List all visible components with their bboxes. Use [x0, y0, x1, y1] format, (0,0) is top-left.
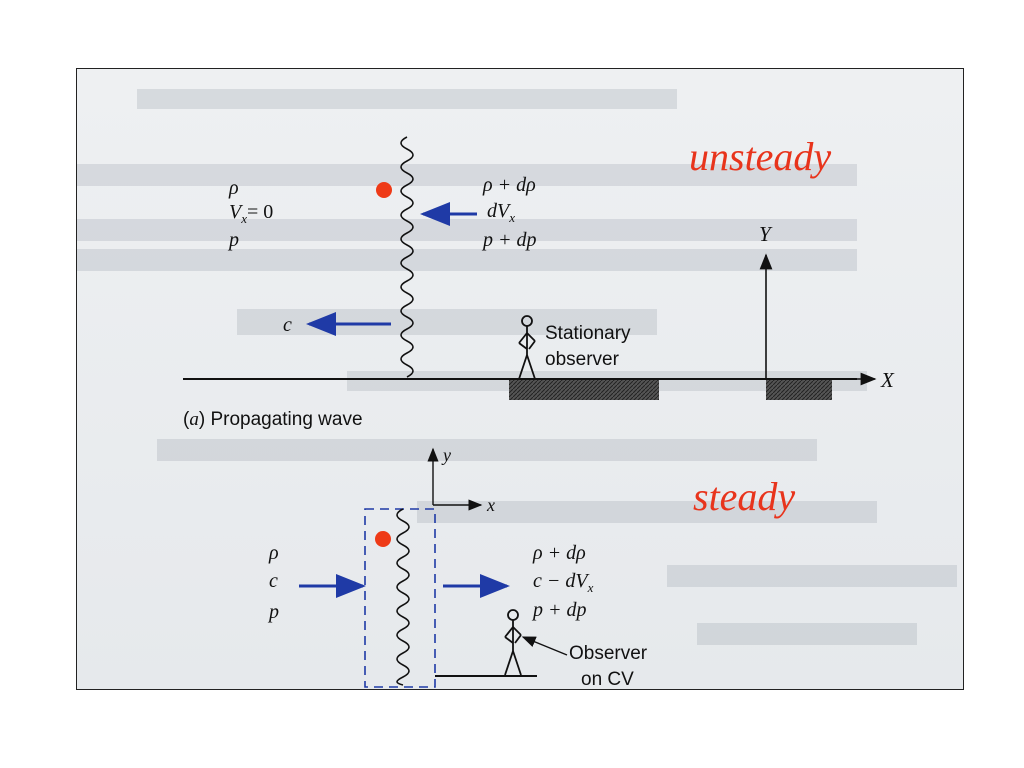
cv-observer-label: Observer	[569, 643, 648, 664]
speed-left-b: c	[269, 570, 278, 592]
figure-frame: ρ Vx= 0 p ρ + dρ dVx p + dp c	[76, 68, 964, 690]
cv-observer-pointer	[521, 636, 568, 656]
ground-block-axes	[766, 380, 832, 400]
axis-big-x-label: X	[880, 368, 895, 392]
axis-small-x-label: x	[486, 495, 495, 515]
pressure-left-a: p	[227, 229, 239, 251]
stationary-observer-label: Stationary	[545, 323, 631, 344]
density-right-a: ρ + dρ	[482, 174, 536, 196]
unsteady-label: unsteady	[689, 134, 832, 179]
wave-front-b	[396, 508, 410, 686]
axis-small-y-label: y	[441, 445, 451, 465]
stationary-observer-figure	[518, 315, 536, 380]
ground-block-a	[509, 380, 659, 400]
pressure-left-b: p	[267, 601, 279, 623]
density-right-b: ρ + dρ	[532, 542, 586, 564]
wave-front-a	[400, 136, 414, 378]
marker-dot-b	[375, 531, 391, 547]
pressure-right-b: p + dp	[531, 599, 587, 621]
stationary-observer-label-2: observer	[545, 349, 620, 370]
velocity-right-a: dVx	[487, 200, 515, 225]
marker-dot-a	[376, 182, 392, 198]
caption-a: (a) Propagating wave	[183, 409, 363, 430]
background-scan-text	[77, 89, 957, 645]
wave-speed-label: c	[283, 314, 292, 336]
control-volume-box	[364, 508, 436, 688]
wave-diagram: ρ Vx= 0 p ρ + dρ dVx p + dp c	[77, 89, 957, 690]
steady-label: steady	[693, 474, 796, 519]
cv-observer-label-2: on CV	[581, 669, 634, 690]
axis-big-y-label: Y	[759, 222, 773, 246]
density-left-b: ρ	[268, 542, 279, 564]
velocity-left-a: Vx= 0	[229, 201, 273, 226]
velocity-right-b: c − dVx	[533, 570, 594, 595]
cv-observer-figure	[504, 609, 522, 676]
density-left-a: ρ	[228, 177, 239, 199]
pressure-right-a: p + dp	[481, 229, 537, 251]
